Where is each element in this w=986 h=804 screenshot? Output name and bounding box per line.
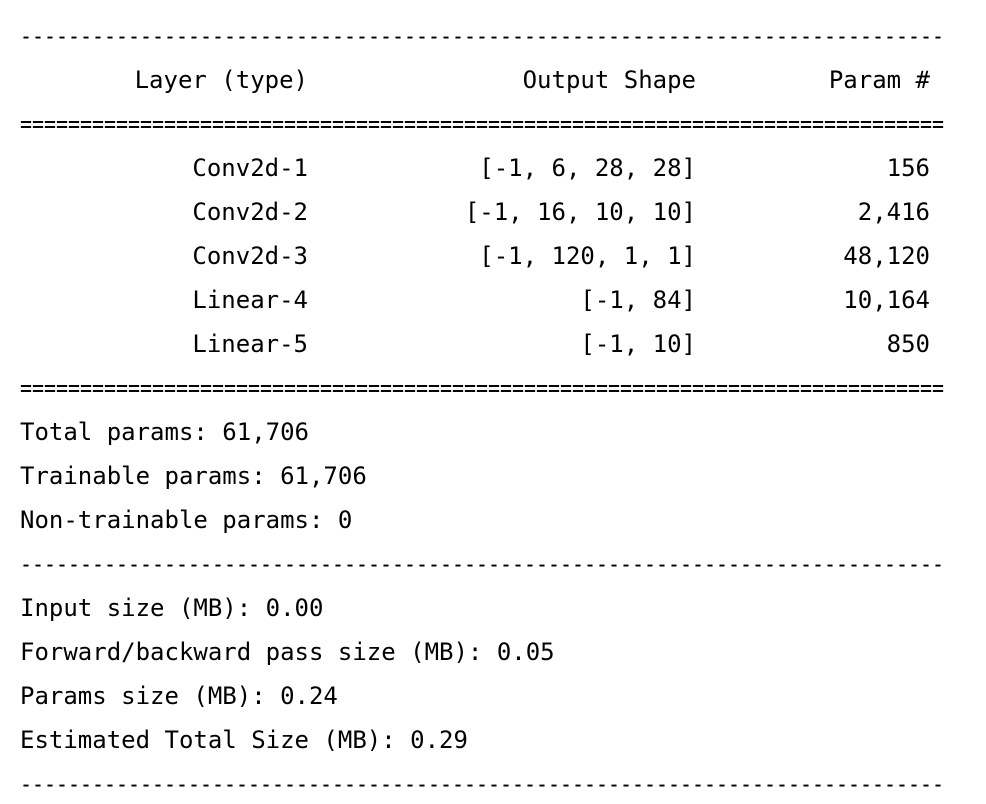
row-output-shape: [-1, 16, 10, 10] xyxy=(464,198,696,226)
row-param-count: 156 xyxy=(886,154,930,182)
table-row: Conv2d-3 [-1, 120, 1, 1] 48,120 xyxy=(20,234,944,278)
row-param-count: 48,120 xyxy=(843,242,930,270)
table-row: Linear-4 [-1, 84] 10,164 xyxy=(20,278,944,322)
row-layer: Conv2d-3 xyxy=(192,242,308,270)
header-param-count: Param # xyxy=(828,66,930,94)
row-output-shape: [-1, 120, 1, 1] xyxy=(479,242,696,270)
forward-backward-size: Forward/backward pass size (MB): 0.05 xyxy=(20,638,555,666)
row-layer: Linear-4 xyxy=(192,286,308,314)
row-output-shape: [-1, 84] xyxy=(580,286,696,314)
row-output-shape: [-1, 10] xyxy=(580,330,696,358)
rule-equals-footer: ========================================… xyxy=(20,376,945,400)
header-layer-type: Layer (type) xyxy=(134,66,308,94)
row-output-shape: [-1, 6, 28, 28] xyxy=(479,154,696,182)
row-layer: Conv2d-2 xyxy=(192,198,308,226)
params-size: Params size (MB): 0.24 xyxy=(20,682,338,710)
row-layer: Linear-5 xyxy=(192,330,308,358)
input-size: Input size (MB): 0.00 xyxy=(20,594,324,622)
trainable-params: Trainable params: 61,706 xyxy=(20,462,367,490)
header-output-shape: Output Shape xyxy=(522,66,696,94)
rule-dash-top: ----------------------------------------… xyxy=(20,24,945,48)
table-row: Conv2d-1 [-1, 6, 28, 28] 156 xyxy=(20,146,944,190)
row-layer: Conv2d-1 xyxy=(192,154,308,182)
total-params: Total params: 61,706 xyxy=(20,418,309,446)
estimated-total-size: Estimated Total Size (MB): 0.29 xyxy=(20,726,468,754)
rule-equals-header: ========================================… xyxy=(20,112,945,136)
rule-dash-middle: ----------------------------------------… xyxy=(20,552,945,576)
non-trainable-params: Non-trainable params: 0 xyxy=(20,506,353,534)
row-param-count: 10,164 xyxy=(843,286,930,314)
row-param-count: 850 xyxy=(886,330,930,358)
table-row: Linear-5 [-1, 10] 850 xyxy=(20,322,944,366)
table-row: Conv2d-2 [-1, 16, 10, 10] 2,416 xyxy=(20,190,944,234)
table-header: Layer (type) Output Shape Param # xyxy=(20,58,944,102)
rule-dash-bottom: ----------------------------------------… xyxy=(20,772,945,796)
row-param-count: 2,416 xyxy=(857,198,930,226)
